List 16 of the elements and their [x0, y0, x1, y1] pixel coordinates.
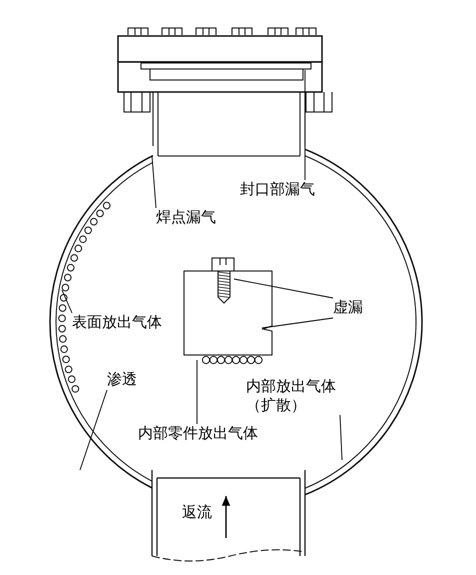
callout-label: 内部零件放出气体 — [138, 424, 274, 443]
leader-line — [152, 156, 156, 208]
callout-label: 渗透 — [107, 370, 145, 389]
callout-label: 虚漏 — [333, 298, 369, 317]
leader-line — [234, 278, 334, 298]
flow-label: 返流 — [182, 503, 212, 522]
callout-label: 焊点漏气 — [156, 208, 222, 227]
callout-label: 内部放出气体（扩散） — [246, 377, 340, 415]
callout-label: 封口部漏气 — [240, 180, 324, 199]
leader-line — [304, 70, 306, 180]
leader-line — [340, 414, 342, 460]
callout-label: 表面放出气体 — [72, 313, 172, 332]
leader-line — [80, 390, 108, 470]
leader-line — [262, 318, 334, 328]
leader-line — [62, 290, 72, 314]
leader-line — [196, 360, 198, 424]
